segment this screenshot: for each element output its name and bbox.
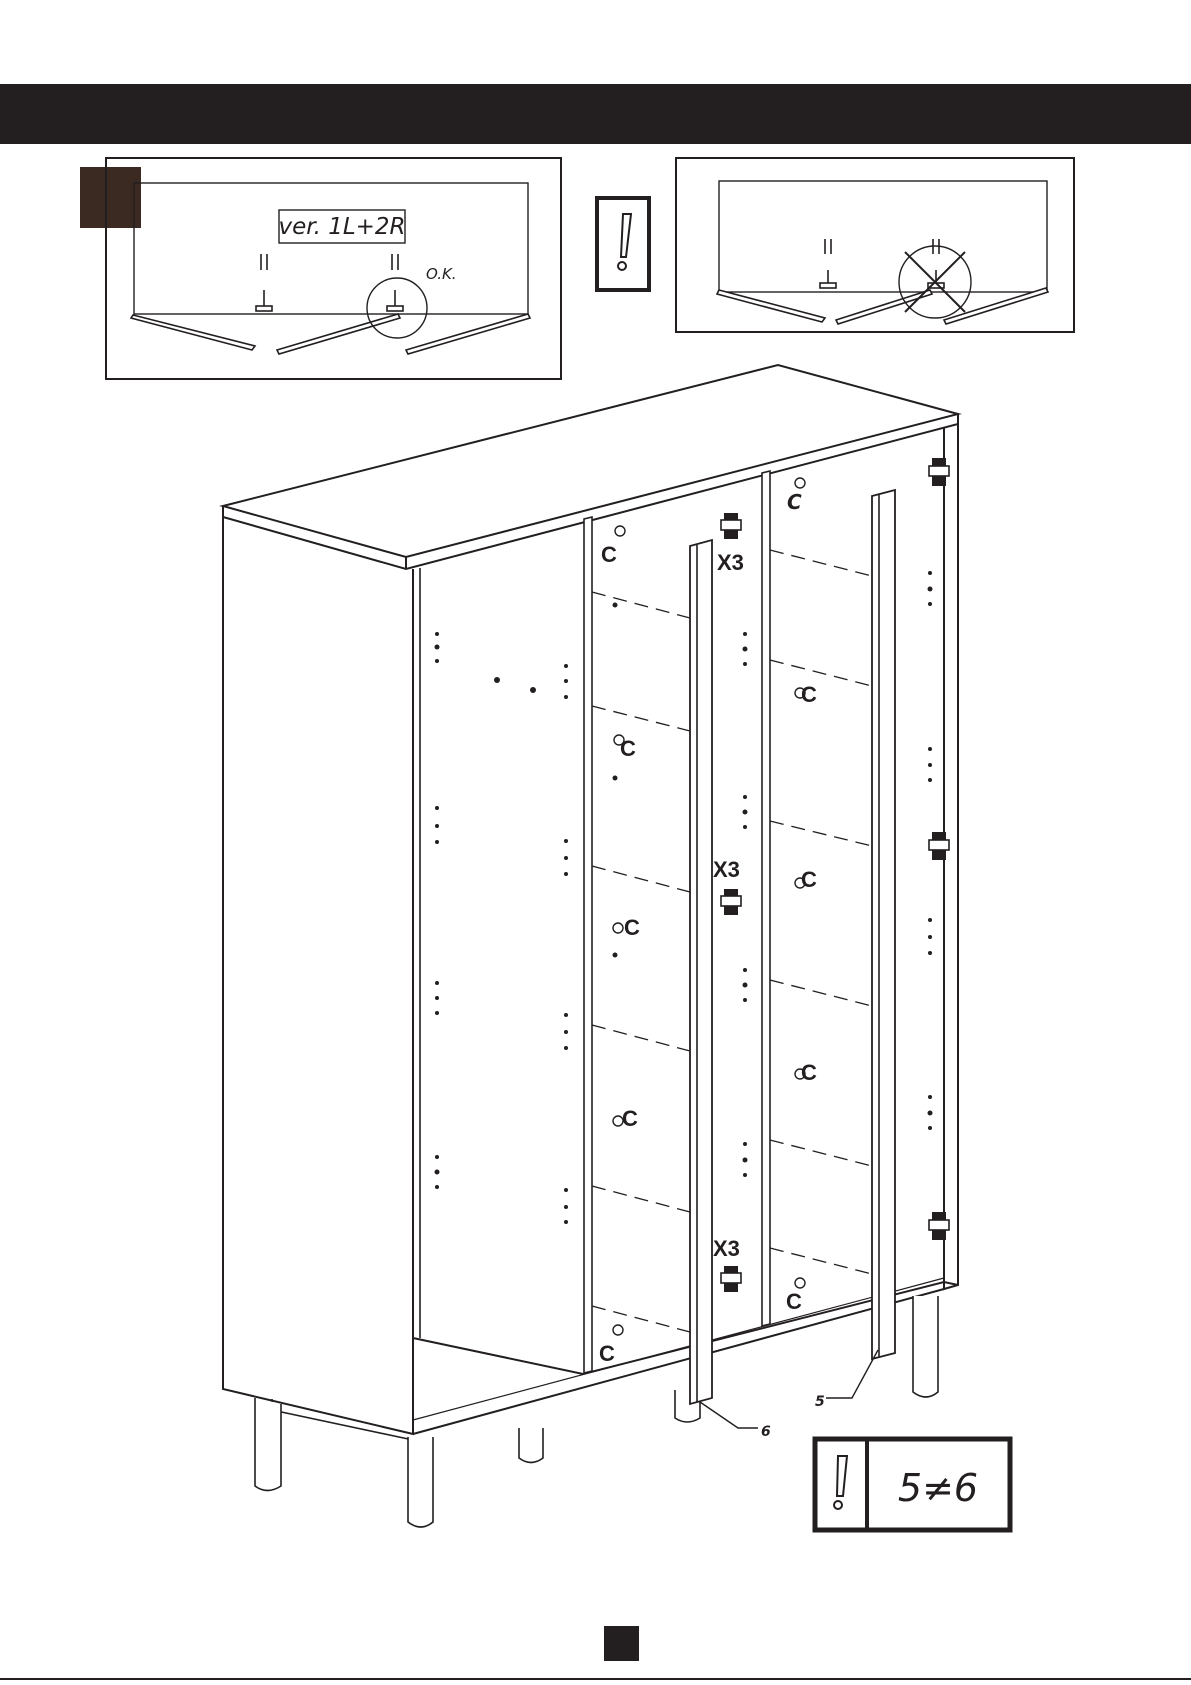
cabinet-drawing xyxy=(223,365,958,1527)
drill-holes xyxy=(435,571,933,1224)
cross-icon xyxy=(905,252,965,312)
connector-label: C xyxy=(622,1106,638,1131)
connector-label: C xyxy=(620,736,636,761)
ok-label: O.K. xyxy=(426,265,457,283)
connector-label: C xyxy=(801,682,817,707)
connector-label: C xyxy=(599,1341,615,1366)
connector-label: C xyxy=(624,915,640,940)
note-text: 5≠6 xyxy=(898,1466,978,1510)
exclamation-icon xyxy=(834,1456,847,1509)
page-number-marker xyxy=(604,1626,639,1661)
count-label: X3 xyxy=(713,1236,740,1261)
count-label: X3 xyxy=(713,857,740,882)
part-5-label: 5 xyxy=(815,1394,825,1410)
connector-label: C xyxy=(801,1060,817,1085)
hinge-brackets xyxy=(721,458,949,1292)
bottom-rule xyxy=(0,1678,1191,1680)
connector-label: C xyxy=(786,1289,802,1314)
version-label: ver. 1L+2R xyxy=(278,214,405,240)
connector-label: C xyxy=(601,542,617,567)
count-label: X3 xyxy=(717,550,744,575)
connector-label: C xyxy=(801,867,817,892)
exclamation-icon xyxy=(597,198,649,290)
connector-label: C xyxy=(787,490,802,514)
part-6-label: 6 xyxy=(761,1424,771,1440)
detail-correct-panel xyxy=(106,158,561,379)
detail-wrong-panel xyxy=(676,158,1074,332)
